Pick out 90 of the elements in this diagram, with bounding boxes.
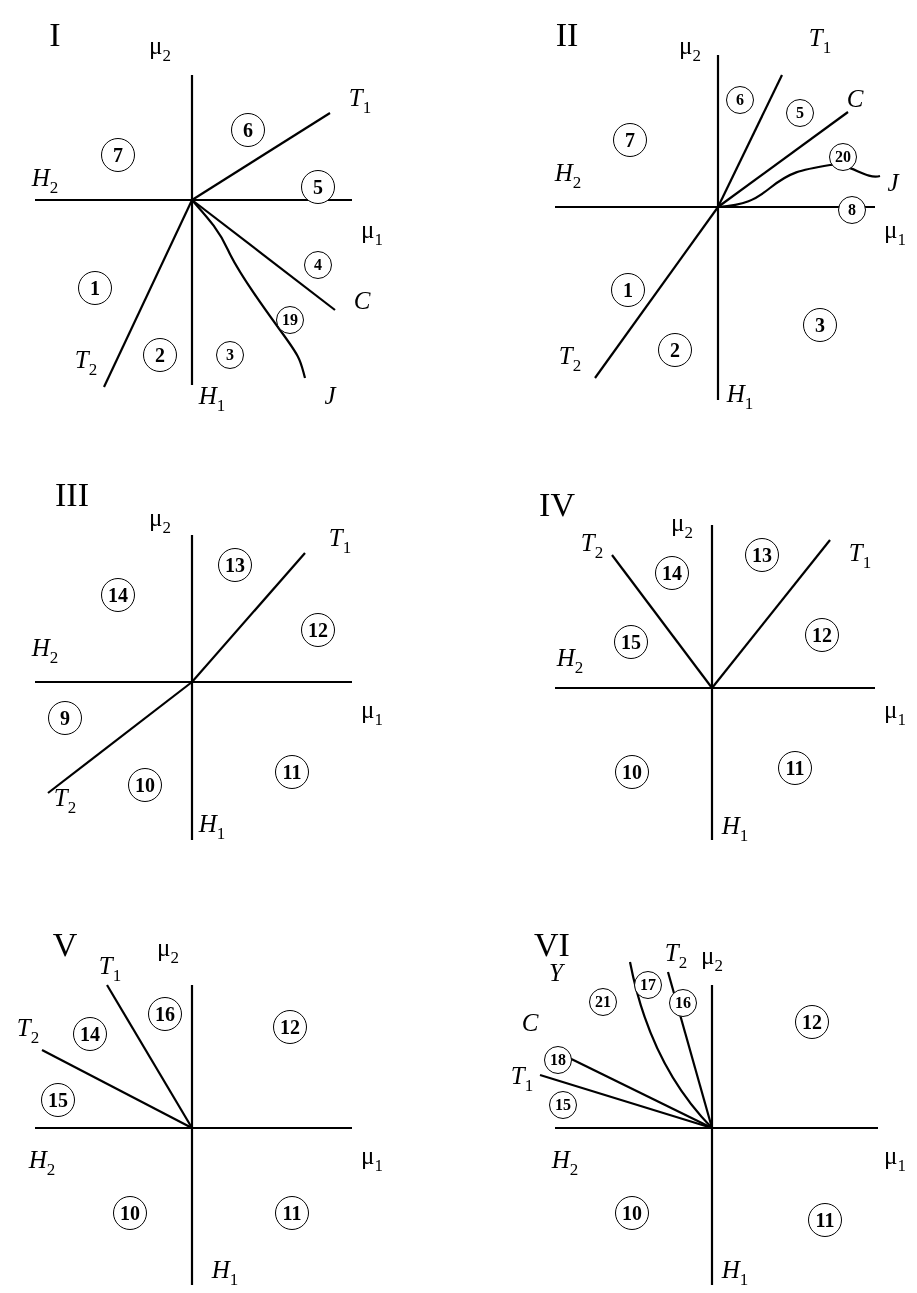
region-number: 6 [726,86,754,114]
region-number: 2 [143,338,177,372]
axis-label: μ$_{1}$ [884,1142,906,1174]
curve-label: C [353,287,371,313]
region-number: 10 [113,1196,147,1230]
axis-label: μ$_{2}$ [149,504,171,536]
region-number: 10 [128,768,162,802]
region-number: 16 [148,997,182,1031]
axis-label: H$_{2}$ [551,1146,579,1178]
region-number: 15 [41,1083,75,1117]
region-number: 20 [829,143,857,171]
region-number: 14 [655,556,689,590]
axis-label: H$_{1}$ [721,812,749,844]
axis-label: T$_{1}$ [848,539,872,571]
axis-label: H$_{2}$ [556,644,584,676]
region-number: 11 [275,755,309,789]
region-number: 12 [301,613,335,647]
axis-label: T$_{1}$ [510,1062,534,1094]
axis-label: T$_{2}$ [580,529,604,561]
region-number: 16 [669,989,697,1017]
region-number: 18 [544,1046,572,1074]
region-number: 19 [276,306,304,334]
axis-label: μ$_{1}$ [361,216,383,248]
axis-label: H$_{2}$ [554,159,582,191]
axis-label: μ$_{2}$ [671,509,693,541]
axis-label: H$_{2}$ [31,164,59,196]
axis-label: T$_{2}$ [53,784,77,816]
region-number: 14 [73,1017,107,1051]
axis-label: μ$_{2}$ [701,942,723,974]
region-number: 13 [218,548,252,582]
region-number: 1 [611,273,645,307]
axis-label: μ$_{2}$ [149,32,171,64]
region-number: 7 [101,138,135,172]
curve-label: C [521,1009,539,1035]
axis-label: H$_{2}$ [31,634,59,666]
axis-label: H$_{1}$ [726,380,754,412]
axis-label: T$_{1}$ [328,524,352,556]
axis-label: μ$_{1}$ [361,696,383,728]
axis-label: H$_{2}$ [28,1146,56,1178]
axis-label: T$_{2}$ [16,1014,40,1046]
region-number: 10 [615,755,649,789]
region-number: 13 [745,538,779,572]
panel-label: VI [534,928,570,962]
region-number: 12 [795,1005,829,1039]
region-number: 21 [589,988,617,1016]
axis-label: μ$_{2}$ [679,32,701,64]
region-number: 15 [549,1091,577,1119]
axis-label: H$_{1}$ [198,382,226,414]
axis-label: T$_{1}$ [808,24,832,56]
region-number: 5 [786,99,814,127]
panel-label: V [52,928,78,962]
curve-label: J [887,169,899,195]
region-number: 3 [216,341,244,369]
region-number: 2 [658,333,692,367]
region-number: 11 [275,1196,309,1230]
curve-label: J [324,382,336,408]
region-number: 12 [805,618,839,652]
region-number: 11 [808,1203,842,1237]
region-number: 7 [613,123,647,157]
region-number: 5 [301,170,335,204]
panel-label: III [55,478,89,512]
axis-label: μ$_{1}$ [361,1142,383,1174]
axis-label: μ$_{1}$ [884,696,906,728]
region-number: 9 [48,701,82,735]
axis-label: μ$_{2}$ [157,934,179,966]
region-number: 1 [78,271,112,305]
axis-label: H$_{1}$ [211,1256,239,1288]
panel-label: I [49,18,61,52]
axis-label: μ$_{1}$ [884,216,906,248]
region-number: 15 [614,625,648,659]
curve-label: Y [549,959,563,985]
region-number: 8 [838,196,866,224]
region-number: 10 [615,1196,649,1230]
region-number: 14 [101,578,135,612]
region-number: 3 [803,308,837,342]
axis-label: T$_{2}$ [664,939,688,971]
region-number: 11 [778,751,812,785]
axis-label: H$_{1}$ [721,1256,749,1288]
panel-label: II [555,18,579,52]
region-number: 6 [231,113,265,147]
region-number: 17 [634,971,662,999]
axis-label: T$_{2}$ [74,346,98,378]
region-number: 12 [273,1010,307,1044]
region-number: 4 [304,251,332,279]
axis-label: T$_{2}$ [558,342,582,374]
axis-label: H$_{1}$ [198,810,226,842]
panel-label: IV [539,488,575,522]
curve-label: C [846,85,864,111]
axis-label: T$_{1}$ [98,952,122,984]
axis-label: T$_{1}$ [348,84,372,116]
